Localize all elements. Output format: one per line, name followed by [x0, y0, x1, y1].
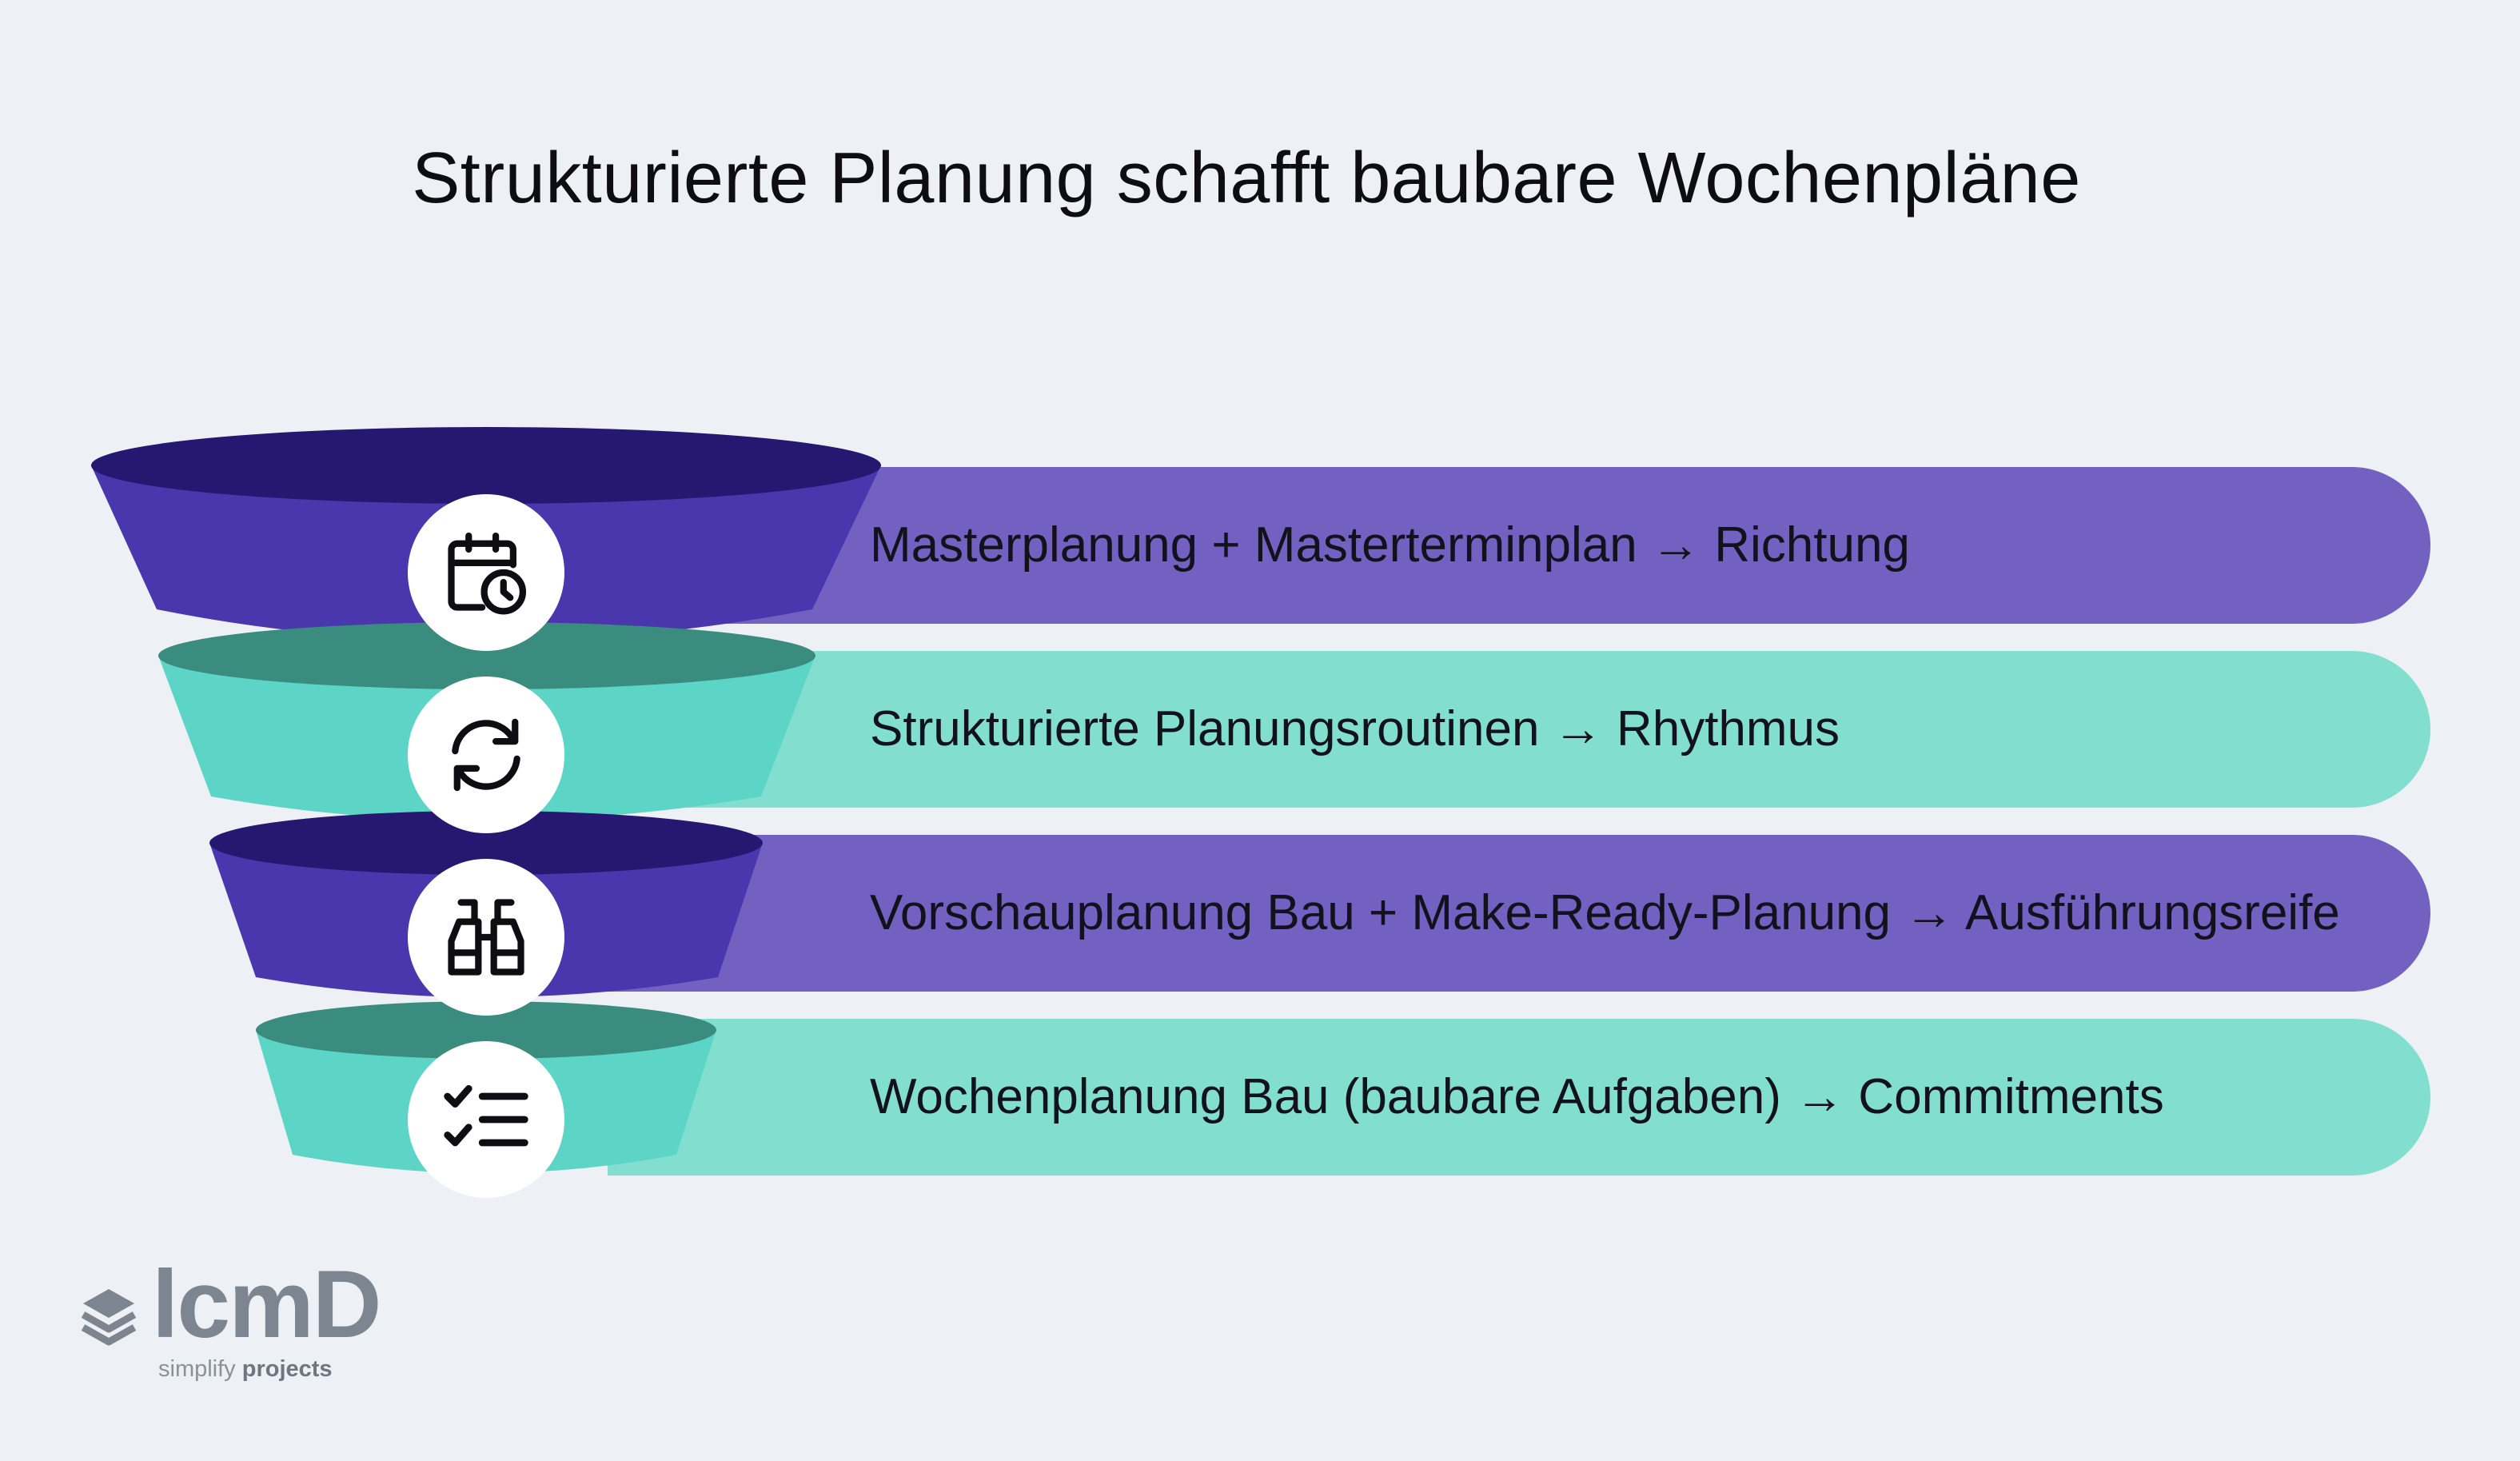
level-icon-circle-2 [408, 677, 564, 833]
calendar-clock-icon [448, 532, 527, 615]
refresh-icon [452, 718, 520, 792]
level-label-3: Vorschauplanung Bau + Make-Ready-Planung… [870, 885, 2340, 940]
layers-icon [81, 1289, 137, 1346]
level-bar-3 [608, 835, 2430, 992]
logo-wordmark: lcmD [152, 1251, 381, 1358]
logo-tagline: simplify projects [158, 1356, 333, 1383]
level-bar-1 [608, 467, 2430, 624]
logo-tagline-bold: projects [241, 1356, 333, 1382]
level-icon-circle-4 [408, 1041, 564, 1198]
level-bar-4 [608, 1019, 2430, 1176]
level-label-4: Wochenplanung Bau (baubare Aufgaben) → C… [870, 1069, 2164, 1124]
level-icon-circle-1 [408, 494, 564, 651]
company-logo: lcmD simplify projects [77, 1251, 381, 1393]
level-label-1: Masterplanung + Masterterminplan → Richt… [870, 517, 1910, 573]
page-title: Strukturierte Planung schafft baubare Wo… [412, 138, 2081, 218]
level-bar-2 [608, 651, 2430, 808]
binoculars-icon [448, 899, 524, 976]
logo-tagline-light: simplify [158, 1356, 236, 1382]
level-icon-circle-3 [408, 859, 564, 1016]
checklist-icon [444, 1084, 528, 1147]
level-label-2: Strukturierte Planungsroutinen → Rhythmu… [870, 701, 1840, 756]
